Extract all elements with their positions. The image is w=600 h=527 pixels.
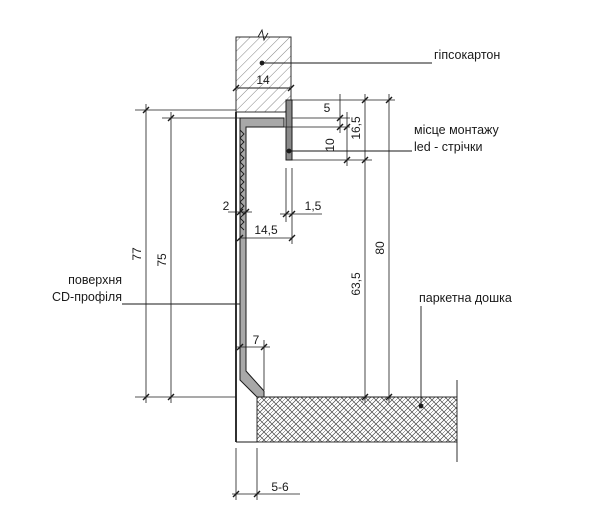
dim-1-5 <box>280 168 322 222</box>
led-mount-label-1: місце монтажу <box>414 123 500 137</box>
dim-14-5-text: 14,5 <box>254 223 278 237</box>
dim-14 <box>232 84 295 92</box>
surface-label-2: CD-профіля <box>52 290 122 304</box>
dim-75-text: 75 <box>155 253 169 267</box>
dim-10-text: 10 <box>323 138 337 152</box>
dim-14-5 <box>236 222 296 244</box>
dim-7 <box>236 340 270 390</box>
drywall-label: гіпсокартон <box>434 48 500 62</box>
dim-80-text: 80 <box>373 241 387 255</box>
dim-2 <box>228 208 252 216</box>
dim-14-text: 14 <box>256 73 270 87</box>
led-mount-label-2: led - стрічки <box>414 140 482 154</box>
dim-63-5-text: 63,5 <box>349 272 363 296</box>
dim-75 <box>162 112 240 403</box>
led-profile <box>239 99 293 398</box>
dim-77-text: 77 <box>130 247 144 261</box>
dim-16-5-text: 16,5 <box>349 116 363 140</box>
surface-label-1: поверхня <box>68 273 122 287</box>
dim-7-text: 7 <box>253 333 260 347</box>
dim-5-text: 5 <box>324 101 331 115</box>
dim-2-text: 2 <box>223 199 230 213</box>
parquet-label: паркетна дошка <box>419 291 512 305</box>
dim-5-6 <box>232 448 300 500</box>
parquet-board <box>256 306 458 462</box>
dim-5-6-text: 5-6 <box>271 480 289 494</box>
dim-77 <box>135 104 236 403</box>
drywall-block <box>235 28 292 113</box>
dim-right-group <box>264 94 395 403</box>
dim-1-5-text: 1,5 <box>305 199 322 213</box>
